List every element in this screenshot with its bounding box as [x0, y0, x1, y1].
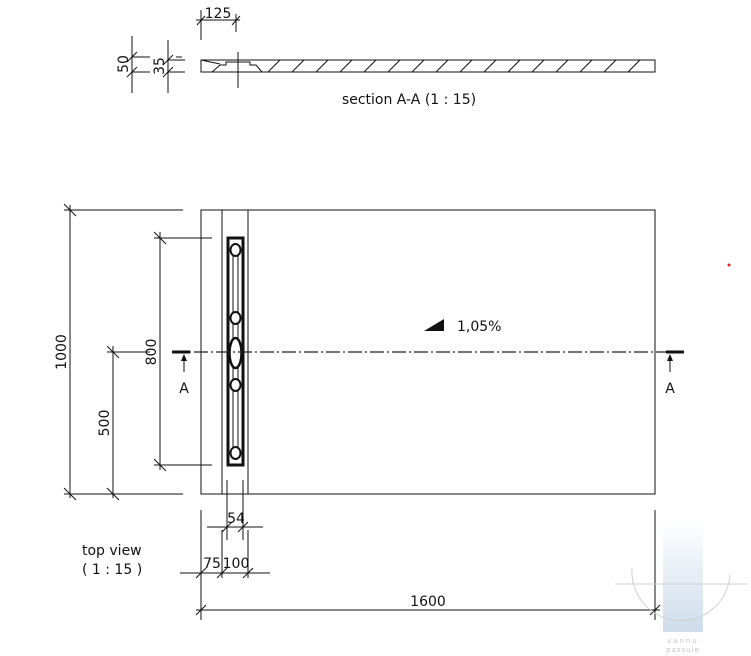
dim-drain-length: 800	[144, 339, 160, 366]
section-dim-total-height: 50	[116, 55, 132, 73]
svg-text:passule: passule	[666, 646, 700, 654]
top-view-scale: ( 1 : 15 )	[82, 562, 142, 578]
dim-length: 1600	[410, 594, 446, 610]
slope-icon	[424, 319, 444, 331]
dim-channel-offset: 75	[203, 556, 221, 572]
dim-width: 1000	[54, 334, 70, 370]
section-view: 125 50 35 section A-A (1 : 15)	[116, 6, 656, 108]
dim-channel-width: 100	[223, 556, 250, 572]
dim-drain-width: 54	[227, 511, 245, 527]
section-dim-width: 125	[205, 6, 232, 22]
section-dim-inner-height: 35	[152, 57, 168, 75]
section-title: section A-A (1 : 15)	[342, 92, 476, 108]
section-marker-right: A	[665, 381, 675, 397]
watermark-logo: vannu passule	[615, 520, 748, 654]
slope-label: 1,05%	[457, 319, 501, 335]
red-dot	[727, 263, 731, 267]
section-drain	[200, 59, 263, 73]
section-marker-left: A	[179, 381, 189, 397]
dim-drain-offset: 500	[97, 410, 113, 437]
top-view-title: top view	[82, 543, 142, 559]
section-hatching	[267, 59, 641, 73]
svg-text:vannu: vannu	[667, 637, 699, 645]
top-view: A A 1,05% 1000 800 500 54 75 100 1600 to…	[54, 203, 684, 620]
